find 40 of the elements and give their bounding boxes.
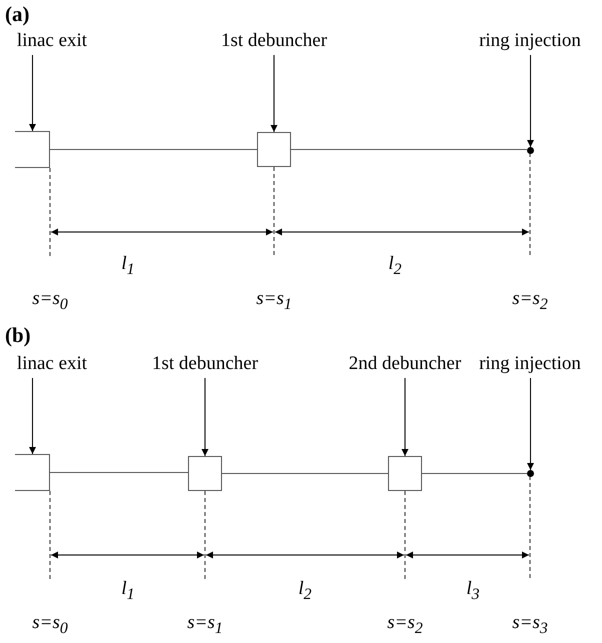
component-label: 1st debuncher [220,30,328,52]
arrow [527,54,534,148]
length-label: l$_{1}$ [121,253,135,280]
beam-line [50,472,188,473]
length-label: l$_{3}$ [466,578,480,605]
position-label: s=s$_{0}$ [32,612,68,639]
component-label: linac exit [16,30,88,52]
debuncher-box [388,456,422,491]
arrow [29,378,36,454]
position-label: s=s$_{1}$ [256,288,292,315]
position-label: s=s$_{1}$ [187,612,223,639]
panel-label: (a) [5,2,30,26]
position-label: s=s$_{2}$ [512,288,548,315]
linac-end-symbol [15,131,50,168]
position-label: s=s$_{0}$ [32,288,68,315]
length-label: l$_{1}$ [121,578,135,605]
beam-line [422,473,528,474]
beam-line [50,149,258,150]
debuncher-box [257,132,291,167]
length-label: l$_{2}$ [298,578,312,605]
beam-line [222,473,388,474]
injection-point [527,147,534,154]
position-label: s=s$_{2}$ [387,612,423,639]
panel-label: (b) [5,323,31,347]
arrow [527,378,534,470]
injection-point [527,470,534,477]
position-label: s=s$_{3}$ [512,612,548,639]
component-label: linac exit [16,353,88,375]
arrow [270,54,278,132]
arrow [29,54,36,132]
linac-end-symbol [15,454,50,491]
arrow [402,378,408,456]
arrow [202,378,208,456]
component-label: 2nd debuncher [348,353,462,375]
length-label: l$_{2}$ [388,253,402,280]
component-label: 1st debuncher [152,353,258,375]
beam-line [290,149,528,150]
component-label: ring injection [479,30,581,52]
debuncher-box [188,456,222,491]
component-label: ring injection [479,353,581,375]
